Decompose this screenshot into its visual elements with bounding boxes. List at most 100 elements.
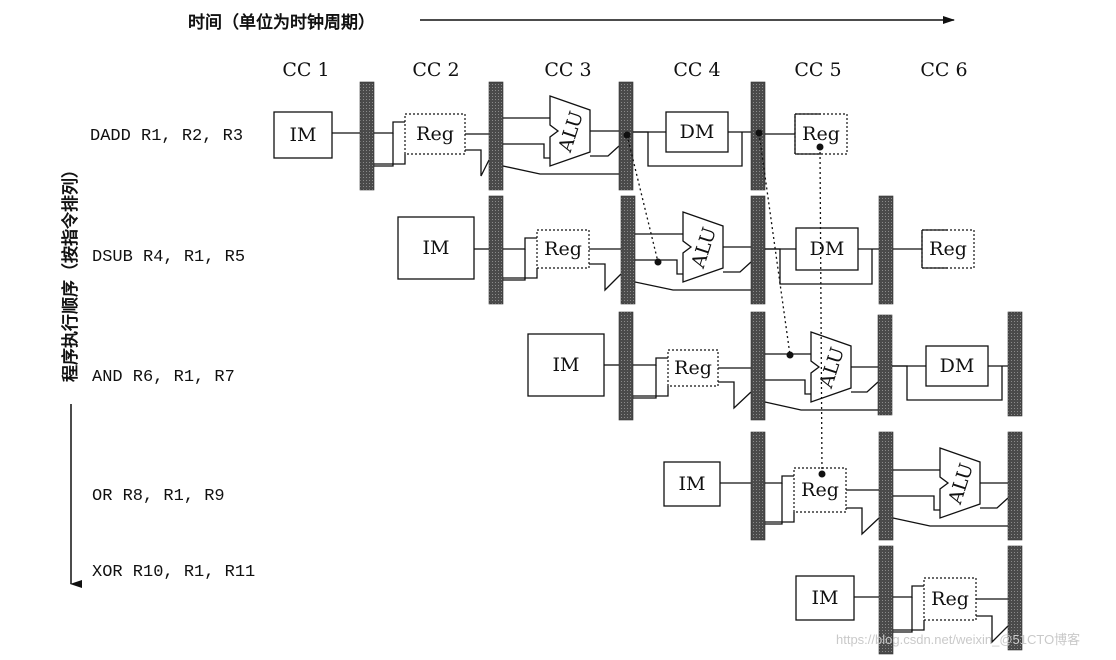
instruction-label: AND R6, R1, R7 bbox=[92, 368, 235, 387]
dm-label: DM bbox=[680, 121, 715, 143]
wire bbox=[589, 263, 622, 292]
dm-label: DM bbox=[940, 355, 975, 377]
wire bbox=[765, 475, 794, 484]
wire bbox=[633, 386, 669, 397]
wire bbox=[892, 365, 1003, 401]
reg-label: Reg bbox=[416, 123, 454, 145]
alu-shape bbox=[682, 211, 724, 283]
reg-label: Reg bbox=[544, 238, 582, 260]
wire bbox=[851, 381, 879, 393]
pipeline-register bbox=[1007, 311, 1023, 417]
wire bbox=[765, 248, 873, 285]
forwarding-line bbox=[758, 132, 791, 356]
wire bbox=[764, 401, 878, 411]
wire bbox=[503, 237, 537, 250]
wire bbox=[723, 261, 752, 273]
pipeline-register bbox=[488, 81, 504, 191]
instruction-label: XOR R10, R1, R11 bbox=[92, 563, 255, 582]
wire bbox=[374, 121, 405, 134]
reg-box bbox=[667, 349, 719, 387]
wire bbox=[465, 149, 490, 177]
cc-label: CC 2 bbox=[412, 59, 459, 81]
cc-label: CC 5 bbox=[794, 59, 841, 81]
wire bbox=[980, 497, 1009, 509]
wire bbox=[765, 483, 783, 525]
wire bbox=[374, 154, 406, 165]
cc-label: CC 6 bbox=[920, 59, 967, 81]
im-box bbox=[663, 461, 721, 507]
pipeline-row: IM Reg bbox=[795, 545, 1023, 655]
reg-label: Reg bbox=[801, 479, 839, 501]
wire bbox=[893, 585, 924, 598]
wire bbox=[718, 381, 752, 410]
im-label: IM bbox=[812, 587, 839, 609]
wire bbox=[846, 507, 880, 536]
im-box bbox=[273, 111, 333, 159]
wire bbox=[503, 249, 526, 281]
reg-box bbox=[923, 577, 977, 621]
im-label: IM bbox=[679, 473, 706, 495]
wire bbox=[502, 165, 619, 175]
dm-box bbox=[795, 227, 859, 271]
im-box bbox=[795, 575, 855, 621]
pipeline-register bbox=[618, 311, 634, 421]
forwarding-paths bbox=[623, 129, 826, 478]
reg-label: Reg bbox=[802, 123, 840, 145]
watermark: https://blog.csdn.net/weixin_@51CTO博客 bbox=[836, 632, 1080, 647]
instruction-label: OR R8, R1, R9 bbox=[92, 487, 225, 506]
reg-label: Reg bbox=[674, 357, 712, 379]
pipeline-register bbox=[1007, 545, 1023, 651]
pipeline-register bbox=[878, 431, 894, 541]
reg-box bbox=[536, 229, 590, 269]
pipeline-register bbox=[878, 195, 894, 305]
instruction-labels: DADD R1, R2, R3 DSUB R4, R1, R5 AND R6, … bbox=[90, 127, 255, 582]
alu-shape bbox=[939, 447, 981, 519]
cc-label: CC 3 bbox=[544, 59, 591, 81]
wire bbox=[765, 379, 811, 395]
wire bbox=[503, 268, 538, 279]
forwarding-point bbox=[818, 470, 826, 478]
instruction-label: DADD R1, R2, R3 bbox=[90, 127, 243, 146]
pipeline-register bbox=[1007, 431, 1023, 541]
forwarding-line bbox=[819, 146, 823, 475]
pipeline-register bbox=[488, 195, 504, 305]
wire bbox=[893, 597, 913, 633]
pipeline-register bbox=[877, 314, 893, 416]
wire bbox=[893, 495, 940, 511]
im-label: IM bbox=[423, 237, 450, 259]
dm-label: DM bbox=[810, 238, 845, 260]
pipeline-register bbox=[878, 545, 894, 655]
program-order-axis: 程序执行顺序（按指令排列） bbox=[60, 161, 82, 588]
cc-label: CC 1 bbox=[282, 59, 329, 81]
pipeline-register bbox=[359, 81, 375, 191]
forwarding-point bbox=[786, 351, 794, 359]
reg-label: Reg bbox=[929, 238, 967, 260]
program-order-label: 程序执行顺序（按指令排列） bbox=[60, 161, 81, 382]
im-label: IM bbox=[290, 124, 317, 146]
reg-label: Reg bbox=[931, 588, 969, 610]
reg-box bbox=[404, 113, 466, 155]
wire bbox=[892, 517, 1008, 527]
cc-label: CC 4 bbox=[673, 59, 720, 81]
wire bbox=[976, 615, 1009, 644]
wire bbox=[503, 143, 550, 159]
pipeline-register bbox=[750, 431, 766, 541]
pipeline-register bbox=[750, 311, 766, 421]
instruction-label: DSUB R4, R1, R5 bbox=[92, 248, 245, 267]
clock-cycle-headers: CC 1 CC 2 CC 3 CC 4 CC 5 CC 6 bbox=[282, 59, 967, 81]
time-axis-label: 时间（单位为时钟周期） bbox=[188, 12, 375, 33]
wire bbox=[633, 365, 657, 399]
im-box bbox=[397, 216, 475, 280]
pipeline-register bbox=[620, 195, 636, 305]
wire bbox=[633, 131, 743, 167]
pipeline-register bbox=[750, 195, 766, 305]
wire bbox=[633, 357, 668, 366]
forwarding-line bbox=[626, 134, 659, 263]
im-box bbox=[527, 333, 605, 397]
